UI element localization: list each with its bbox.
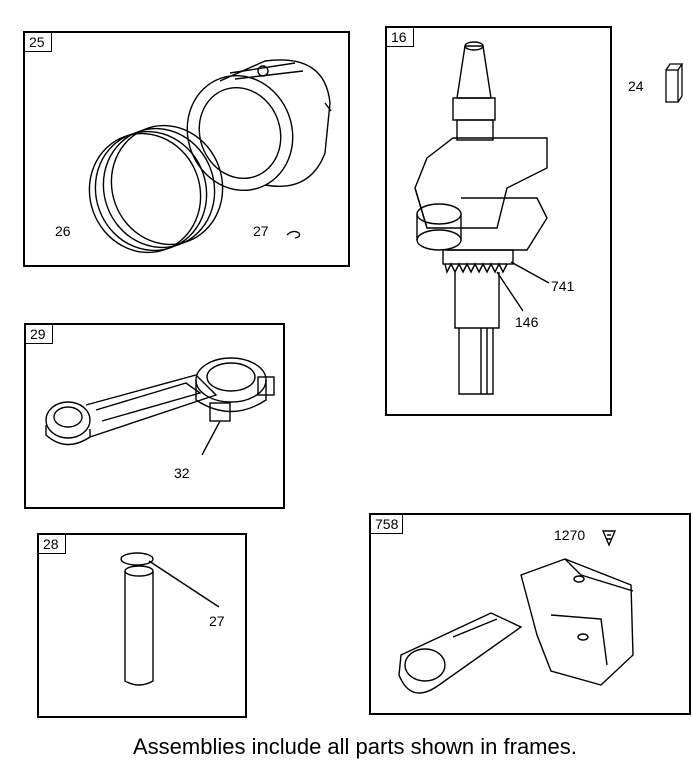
frame-breather-assembly: 758 1270 (369, 513, 691, 715)
piston-illustration (88, 59, 332, 254)
frame-id-tag: 16 (386, 27, 414, 47)
label-screw: 1270 (554, 527, 586, 543)
frame-id-tag: 29 (25, 324, 53, 344)
clip-icon (286, 230, 301, 239)
frame-id-tag: 758 (370, 514, 404, 534)
breather-illustration (398, 530, 634, 694)
frame-crankshaft: 16 741 146 (385, 26, 612, 416)
crankshaft-illustration (414, 41, 550, 395)
label-key: 24 (628, 78, 644, 94)
frame-piston-assembly: 25 26 27 (23, 31, 350, 267)
connecting-rod-illustration (45, 357, 275, 456)
label-gear-inner: 146 (515, 314, 539, 330)
label-clip: 27 (209, 613, 225, 629)
frame-id-tag: 28 (38, 534, 66, 554)
label-clip: 27 (253, 223, 269, 239)
label-bolt: 32 (174, 465, 190, 481)
piston-pin-illustration (120, 552, 220, 686)
caption: Assemblies include all parts shown in fr… (133, 734, 577, 759)
label-rings: 26 (55, 223, 71, 239)
frame-piston-pin: 28 27 (37, 533, 247, 718)
frame-connecting-rod: 29 32 (24, 323, 285, 509)
label-gear-outer: 741 (551, 278, 575, 294)
frame-id-tag: 25 (24, 32, 52, 52)
